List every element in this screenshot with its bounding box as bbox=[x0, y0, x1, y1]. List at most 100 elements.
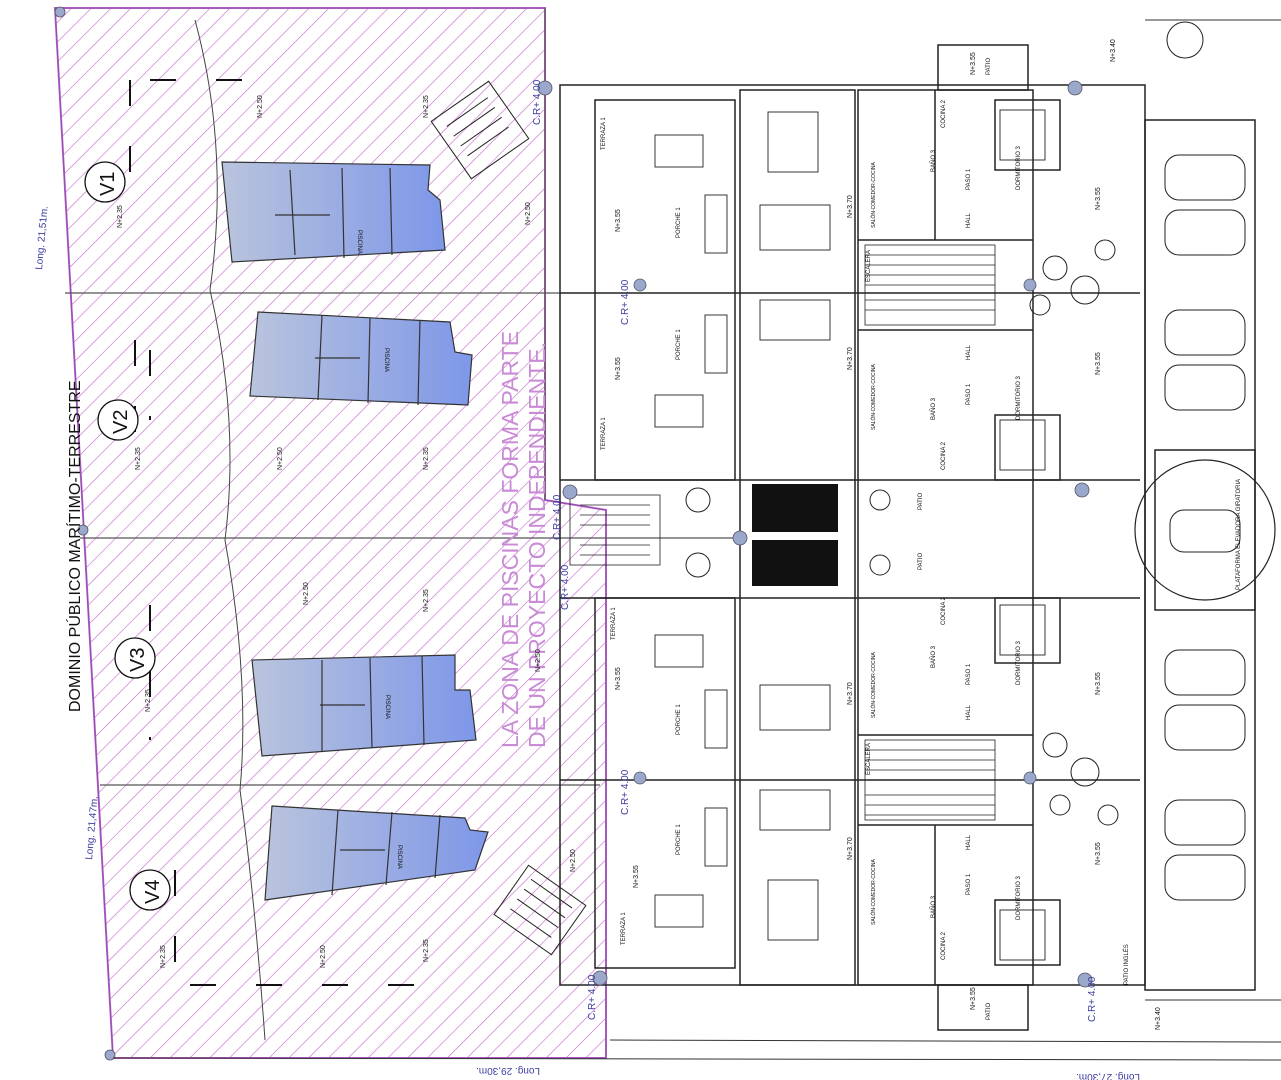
room-bano-1: BAÑO 3 bbox=[930, 149, 937, 172]
elevator-cores bbox=[752, 484, 838, 586]
dim-left-top: Long. 21,51m. bbox=[34, 206, 51, 271]
pool-v4 bbox=[264, 805, 489, 901]
pool-label-v1: PISCINA bbox=[356, 230, 362, 254]
pool-label-v2: PISCINA bbox=[383, 348, 389, 372]
level-v2-a: N+2.35 bbox=[135, 447, 142, 470]
level-v3-b: N+2.35 bbox=[423, 589, 430, 612]
level-v4-a: N+2.35 bbox=[160, 945, 167, 968]
room-terraza-1: TERRAZA 1 bbox=[601, 117, 607, 150]
room-patio-bottom: PATIO bbox=[986, 1003, 992, 1020]
level-right-1: N+3.55 bbox=[1095, 187, 1102, 210]
pool-v2 bbox=[249, 311, 473, 406]
site-lines bbox=[112, 19, 1281, 1061]
level-v3-c: N+2.35 bbox=[145, 689, 152, 712]
level-salon-4: N+3.70 bbox=[847, 837, 854, 860]
room-paso-4: PASO 1 bbox=[966, 873, 972, 895]
level-v2-c: N+2.35 bbox=[423, 447, 430, 470]
level-salon-3: N+3.70 bbox=[847, 682, 854, 705]
building bbox=[559, 44, 1276, 1031]
pool-labels: PISCINA PISCINA PISCINA PISCINA bbox=[356, 230, 402, 869]
room-cocina-4: COCINA 2 bbox=[941, 931, 947, 960]
level-porch-3: N+3.55 bbox=[615, 667, 622, 690]
cr-top: C.R+ 4.00 bbox=[532, 79, 543, 125]
room-porche-1: PORCHE 1 bbox=[676, 207, 682, 238]
level-salon-1: N+3.70 bbox=[847, 195, 854, 218]
room-labels: TERRAZA 1 TERRAZA 1 TERRAZA 1 TERRAZA 1 … bbox=[601, 58, 1242, 1020]
note-line-2: DE UN PROYECTO INDEPENDIENTE. bbox=[524, 342, 550, 748]
room-dorm-4: DORMITORIO 3 bbox=[1016, 875, 1022, 920]
room-bano-4: BAÑO 3 bbox=[930, 895, 937, 918]
room-escalera-1: ESCALERA bbox=[866, 250, 872, 282]
villa-labels: V1 V2 V3 V4 bbox=[84, 161, 171, 911]
room-escalera-2: ESCALERA bbox=[866, 743, 872, 775]
room-plataforma: PLATAFORMA ELEVADORA GIRATORIA bbox=[1236, 479, 1242, 590]
level-right-top: N+3.40 bbox=[1110, 39, 1117, 62]
cr-mid-1: C.R+ 4.00 bbox=[620, 279, 631, 325]
room-patio-mid-2: PATIO bbox=[918, 553, 924, 570]
level-v1-c: N+2.35 bbox=[117, 205, 124, 228]
level-right-4: N+3.55 bbox=[1095, 842, 1102, 865]
room-salon-3: SALÓN-COMEDOR-COCINA bbox=[870, 651, 877, 718]
room-terraza-3: TERRAZA 1 bbox=[611, 607, 617, 640]
note-line-1: LA ZONA DE PISCINAS FORMA PARTE bbox=[497, 331, 523, 748]
level-v1-d: N+2.50 bbox=[525, 202, 532, 225]
villa-label-v4: V4 bbox=[142, 880, 164, 904]
dim-bottom-2: Long. 27,30m. bbox=[1076, 1071, 1140, 1080]
pool-zone-note: LA ZONA DE PISCINAS FORMA PARTE DE UN PR… bbox=[497, 331, 550, 748]
villa-label-v3: V3 bbox=[127, 648, 149, 672]
room-dorm-3: DORMITORIO 3 bbox=[1016, 640, 1022, 685]
column-markers bbox=[54, 6, 1093, 1061]
dim-left-bottom: Long. 21,47m. bbox=[84, 796, 101, 861]
level-porch-2: N+3.55 bbox=[615, 357, 622, 380]
room-patio-mid-1: PATIO bbox=[918, 493, 924, 510]
level-patio-bottom: N+3.55 bbox=[970, 987, 977, 1010]
cr-bottom: C.R+ 4.00 bbox=[587, 974, 598, 1020]
room-porche-4: PORCHE 1 bbox=[676, 824, 682, 855]
room-bano-2: BAÑO 3 bbox=[930, 397, 937, 420]
room-hall-1: HALL bbox=[966, 212, 972, 228]
room-dorm-1: DORMITORIO 3 bbox=[1016, 145, 1022, 190]
level-labels: N+2.50 N+2.35 N+2.35 N+2.50 N+2.35 N+2.5… bbox=[117, 39, 1162, 1030]
level-v2-b: N+2.50 bbox=[277, 447, 284, 470]
villa-label-v2: V2 bbox=[110, 410, 132, 434]
room-porche-2: PORCHE 1 bbox=[676, 329, 682, 360]
room-paso-3: PASO 1 bbox=[966, 663, 972, 685]
level-right-bottom: N+3.40 bbox=[1155, 1007, 1162, 1030]
level-patio-top: N+3.55 bbox=[970, 52, 977, 75]
level-salon-2: N+3.70 bbox=[847, 347, 854, 370]
level-v3-a: N+2.50 bbox=[303, 582, 310, 605]
room-cocina-1: COCINA 2 bbox=[941, 99, 947, 128]
setback-lines bbox=[129, 79, 450, 1000]
cr-mid-2: C.R+ 4.00 bbox=[552, 494, 563, 540]
pool-label-v4: PISCINA bbox=[396, 845, 402, 869]
room-terraza-2: TERRAZA 1 bbox=[601, 417, 607, 450]
room-hall-4: HALL bbox=[966, 834, 972, 850]
room-hall-2: HALL bbox=[966, 344, 972, 360]
level-right-3: N+3.55 bbox=[1095, 672, 1102, 695]
dim-bottom-1: Long. 29,30m. bbox=[476, 1065, 540, 1076]
plot-dividers bbox=[65, 8, 740, 786]
furniture bbox=[654, 109, 1046, 961]
level-v4-d: N+2.50 bbox=[570, 849, 577, 872]
pool-label-v3: PISCINA bbox=[384, 695, 390, 719]
room-cocina-3: COCINA 2 bbox=[941, 596, 947, 625]
boundary-label: DOMINIO PÚBLICO MARÍTIMO-TERRESTRE bbox=[65, 380, 84, 712]
room-salon-4: SALÓN-COMEDOR-COCINA bbox=[870, 858, 877, 925]
pools bbox=[221, 161, 489, 901]
trees bbox=[685, 21, 1204, 826]
room-paso-2: PASO 1 bbox=[966, 383, 972, 405]
room-bano-3: BAÑO 3 bbox=[930, 645, 937, 668]
room-terraza-4: TERRAZA 1 bbox=[621, 912, 627, 945]
cr-right-bottom: C.R+ 4.00 bbox=[1087, 976, 1098, 1022]
room-hall-3: HALL bbox=[966, 704, 972, 720]
pool-stairs bbox=[430, 80, 587, 956]
level-v3-d: N+2.50 bbox=[535, 649, 542, 672]
level-v4-b: N+2.50 bbox=[320, 945, 327, 968]
room-porche-3: PORCHE 1 bbox=[676, 704, 682, 735]
room-dorm-2: DORMITORIO 3 bbox=[1016, 375, 1022, 420]
room-salon-1: SALÓN-COMEDOR-COCINA bbox=[870, 161, 877, 228]
stairs bbox=[569, 244, 996, 821]
level-v4-c: N+2.35 bbox=[423, 939, 430, 962]
room-patio-top: PATIO bbox=[986, 58, 992, 75]
